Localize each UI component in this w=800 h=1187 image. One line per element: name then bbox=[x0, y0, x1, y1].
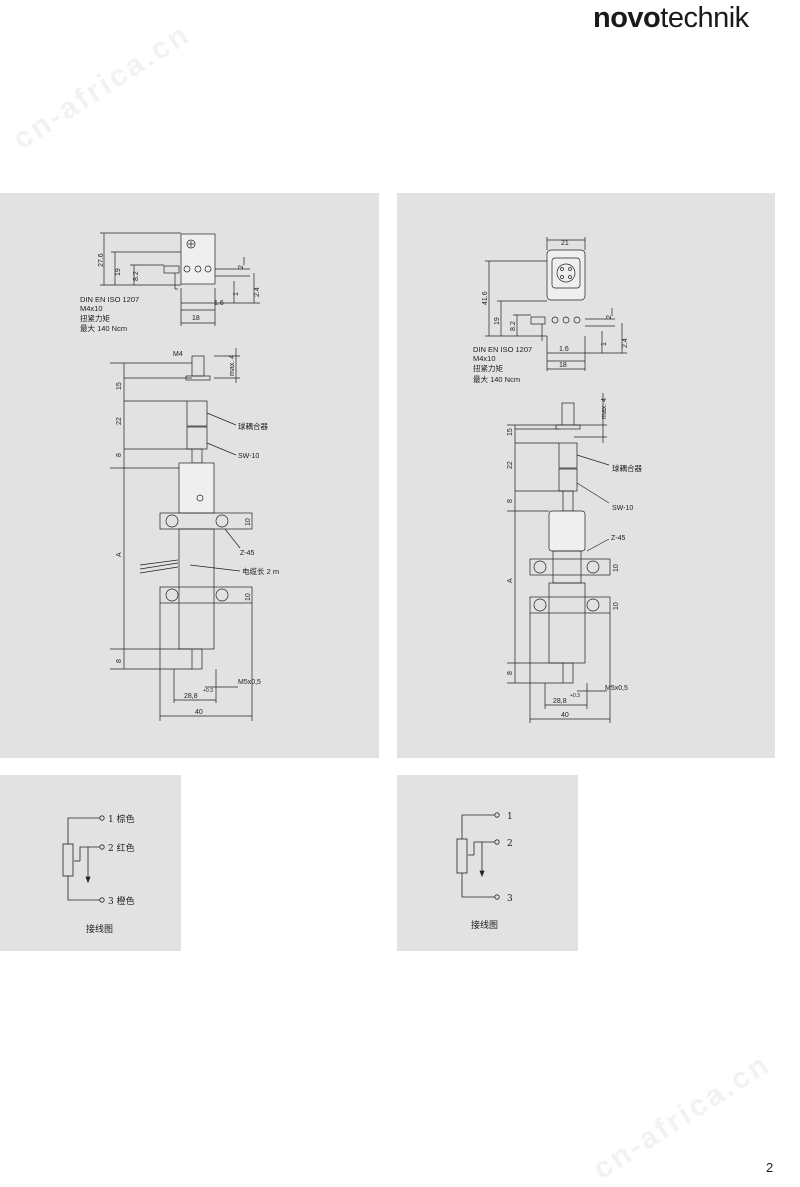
right-wiring-caption: 接线图 bbox=[471, 919, 498, 931]
right-potentiometer-icon bbox=[456, 838, 468, 874]
logo-light-part: technik bbox=[660, 2, 749, 34]
right-dim-10a: 10 bbox=[613, 564, 620, 572]
left-dim-max4: max. 4 bbox=[229, 355, 236, 376]
left-label-sw10: SW-10 bbox=[238, 453, 259, 460]
left-dim-8-2: 8.2 bbox=[133, 271, 140, 281]
left-dim-27-6: 27.6 bbox=[98, 253, 105, 267]
right-label-m5: M5x0,5 bbox=[605, 685, 628, 692]
left-label-cable: 电缆长 2 m bbox=[242, 566, 279, 576]
right-dim-2-4: 2.4 bbox=[622, 338, 629, 348]
left-dim-22: 22 bbox=[116, 417, 123, 425]
right-wiring-panel: 1 2 3 接线图 bbox=[397, 775, 578, 951]
left-potentiometer-icon bbox=[62, 843, 74, 877]
right-terminal-3-icon bbox=[494, 894, 500, 900]
right-dim-8-2: 8.2 bbox=[510, 321, 517, 331]
right-dim-1-6: 1.6 bbox=[559, 346, 569, 353]
right-dim-1: 1 bbox=[601, 342, 608, 346]
left-terminal-2-icon bbox=[99, 844, 105, 850]
right-dim-10b: 10 bbox=[613, 602, 620, 610]
left-dim-18: 18 bbox=[192, 315, 200, 322]
left-wiring-caption: 接线图 bbox=[86, 923, 113, 935]
left-dim-28-8: 28,8 bbox=[184, 693, 198, 700]
brand-logo: novotechnik bbox=[593, 2, 749, 35]
watermark-bottom: cn-africa.cn bbox=[587, 1047, 777, 1187]
left-dim-19: 19 bbox=[115, 268, 122, 276]
right-dim-41-6: 41.6 bbox=[482, 291, 489, 305]
watermark-top: cn-africa.cn bbox=[7, 17, 197, 157]
left-terminal-3-icon bbox=[99, 897, 105, 903]
right-note-din: DIN EN ISO 1207 bbox=[473, 345, 532, 354]
right-label-ball-coupling: 球耦合器 bbox=[612, 463, 642, 473]
right-label-z45: Z-45 bbox=[611, 535, 626, 542]
right-note-torque-value: 最大 140 Ncm bbox=[473, 374, 520, 384]
left-label-z45: Z-45 bbox=[240, 550, 255, 557]
left-wiring-diagram: 1 棕色 2 红色 3 橙色 接线图 bbox=[62, 813, 135, 935]
right-terminal-1-icon bbox=[494, 812, 500, 818]
right-dim-15: 15 bbox=[507, 428, 514, 436]
left-label-ball-coupling: 球耦合器 bbox=[238, 421, 268, 431]
left-note-din: DIN EN ISO 1207 bbox=[80, 295, 139, 304]
right-top-view bbox=[485, 237, 627, 371]
left-pin-2-label: 2 红色 bbox=[108, 842, 135, 854]
left-dim-2-4: 2.4 bbox=[254, 287, 261, 297]
left-pin-1-label: 1 棕色 bbox=[108, 813, 135, 825]
left-screw-hole-icon bbox=[186, 239, 196, 249]
right-connector-icon bbox=[556, 263, 576, 283]
right-drawing-svg: 21 41.6 19 8.2 2 1 2.4 1.6 18 DIN EN ISO… bbox=[473, 237, 642, 723]
left-dim-tolerance: +0.3 bbox=[203, 688, 213, 694]
right-dim-8a: 8 bbox=[507, 499, 514, 503]
right-dim-2: 2 bbox=[606, 315, 613, 319]
left-dim-10b: 10 bbox=[245, 593, 252, 601]
left-clamp-screw-icon-2 bbox=[215, 514, 229, 528]
right-pin-2-label: 2 bbox=[507, 839, 513, 849]
left-pin-3-label: 3 橙色 bbox=[108, 895, 135, 907]
left-wiring-panel: 1 棕色 2 红色 3 橙色 接线图 bbox=[0, 775, 181, 951]
left-terminal-1-icon bbox=[99, 815, 105, 821]
left-drawing-svg: 27.6 19 8.2 2 1 2.4 1.6 18 DIN EN ISO 12… bbox=[80, 232, 279, 721]
left-clamp-screw-icon bbox=[165, 514, 179, 528]
left-dim-8a: 8 bbox=[116, 453, 123, 457]
left-dim-40: 40 bbox=[195, 709, 203, 716]
left-dim-10a: 10 bbox=[245, 518, 252, 526]
right-dim-22: 22 bbox=[507, 461, 514, 469]
left-label-m5: M5x0,5 bbox=[238, 679, 261, 686]
right-dim-a: A bbox=[507, 578, 514, 583]
left-drawing-panel: 27.6 19 8.2 2 1 2.4 1.6 18 DIN EN ISO 12… bbox=[0, 193, 379, 758]
logo-bold-part: novo bbox=[593, 2, 661, 34]
right-dim-21: 21 bbox=[561, 240, 569, 247]
right-note-torque-label: 扭紧力矩 bbox=[473, 363, 503, 373]
right-wiring-diagram: 1 2 3 接线图 bbox=[456, 812, 513, 931]
right-dim-18: 18 bbox=[559, 362, 567, 369]
left-dim-15: 15 bbox=[116, 382, 123, 390]
right-dim-tolerance: +0.3 bbox=[570, 693, 580, 699]
right-pin-3-label: 3 bbox=[507, 894, 513, 904]
left-dim-a: A bbox=[116, 552, 123, 557]
right-dim-28-8: 28,8 bbox=[553, 698, 567, 705]
right-label-sw10: SW-10 bbox=[612, 505, 633, 512]
right-dim-8b: 8 bbox=[507, 671, 514, 675]
right-dim-max4: max. 4 bbox=[601, 398, 608, 419]
right-dim-40: 40 bbox=[561, 712, 569, 719]
left-dim-m4: M4 bbox=[173, 351, 183, 358]
right-pin-1-label: 1 bbox=[507, 812, 513, 822]
right-terminal-2-icon bbox=[494, 839, 500, 845]
left-dim-1: 1 bbox=[233, 292, 240, 296]
right-side-view bbox=[507, 393, 611, 723]
left-side-view bbox=[110, 348, 253, 721]
right-note-m4x10: M4x10 bbox=[473, 354, 496, 363]
page-number: 2 bbox=[766, 1160, 774, 1175]
left-note-torque-label: 扭紧力矩 bbox=[80, 313, 110, 323]
left-note-torque-value: 最大 140 Ncm bbox=[80, 323, 127, 333]
right-drawing-panel: 21 41.6 19 8.2 2 1 2.4 1.6 18 DIN EN ISO… bbox=[397, 193, 775, 758]
left-dim-8b: 8 bbox=[116, 659, 123, 663]
left-dim-2: 2 bbox=[238, 265, 245, 269]
right-dim-19: 19 bbox=[494, 317, 501, 325]
left-note-m4x10: M4x10 bbox=[80, 304, 103, 313]
left-dim-1-6: 1.6 bbox=[214, 300, 224, 307]
left-top-view bbox=[100, 232, 260, 326]
